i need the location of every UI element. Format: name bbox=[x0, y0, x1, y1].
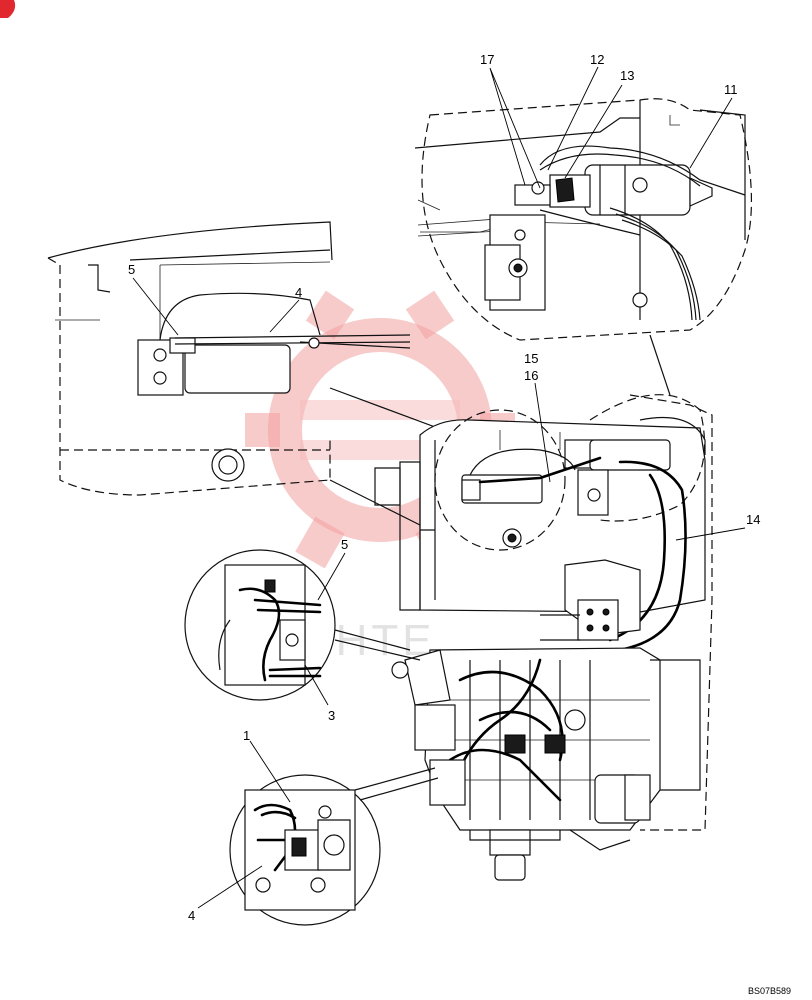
detail-top-right bbox=[414, 98, 753, 341]
leader-3 bbox=[304, 664, 329, 706]
leader-12 bbox=[547, 66, 599, 171]
detail-circle-bottom bbox=[229, 767, 439, 926]
leader-11 bbox=[689, 97, 733, 169]
callout-5-middle: 5 bbox=[341, 537, 348, 552]
leader-4a bbox=[269, 299, 300, 333]
callout-11: 11 bbox=[724, 82, 738, 97]
leader-5b bbox=[317, 552, 346, 601]
callout-17: 17 bbox=[480, 52, 494, 67]
callout-3: 3 bbox=[328, 708, 335, 723]
callout-4-top: 4 bbox=[295, 285, 302, 300]
leader-16 bbox=[534, 382, 551, 483]
leader-14 bbox=[675, 527, 746, 541]
leader-4b bbox=[197, 865, 263, 909]
callout-13: 13 bbox=[620, 68, 634, 83]
callout-1: 1 bbox=[243, 728, 250, 743]
leader-13 bbox=[564, 84, 623, 179]
callout-15: 15 bbox=[524, 351, 538, 366]
engine-main-view bbox=[374, 394, 713, 881]
leader-5a bbox=[132, 277, 179, 336]
detail-leader-right bbox=[649, 334, 671, 396]
corner-logo-mark bbox=[0, 0, 16, 18]
detail-top-left bbox=[47, 221, 411, 496]
callout-4-bottom: 4 bbox=[188, 908, 195, 923]
callout-14: 14 bbox=[746, 512, 760, 527]
callout-5-top: 5 bbox=[128, 262, 135, 277]
leader-17 bbox=[489, 67, 541, 189]
callout-16: 16 bbox=[524, 368, 538, 383]
leader-1 bbox=[249, 740, 291, 803]
drawing-code: BS07B589 bbox=[748, 986, 791, 996]
callout-12: 12 bbox=[590, 52, 604, 67]
detail-circle-middle bbox=[184, 549, 421, 701]
